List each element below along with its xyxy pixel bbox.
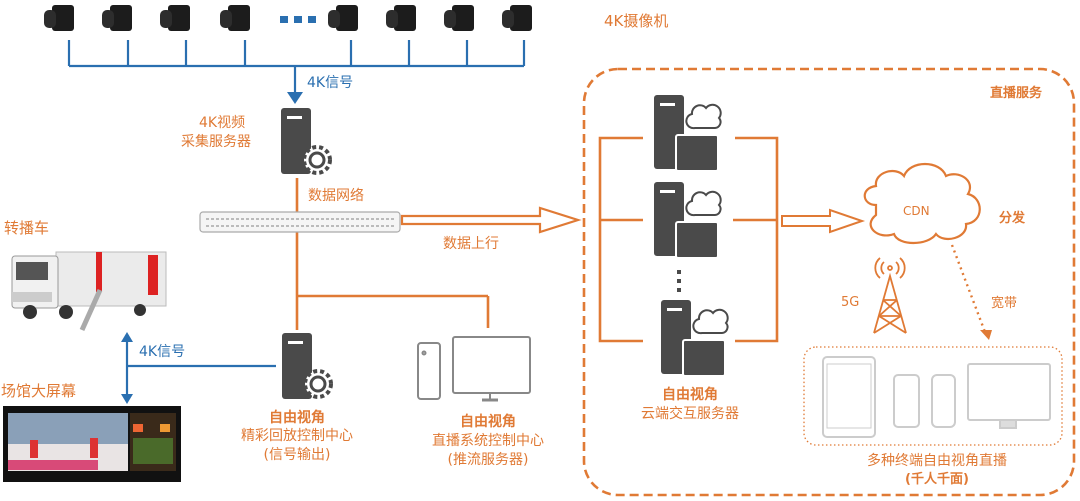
camera-icon xyxy=(220,5,250,31)
monitor-icon xyxy=(967,363,1051,429)
terminals-label-line1: 多种终端自由视角直播 xyxy=(867,453,1007,469)
network-label: 数据网络 xyxy=(308,188,364,204)
replay-center-title: 自由视角 xyxy=(269,410,325,426)
camera-icon xyxy=(502,5,532,31)
distribute-label: 分发 xyxy=(999,211,1026,226)
live-control-title: 自由视角 xyxy=(460,414,516,430)
cloud-server-brackets xyxy=(598,136,779,343)
capture-server-label-line1: 4K视频 xyxy=(199,115,246,131)
broadcast-van-label: 转播车 xyxy=(4,219,50,237)
server-gear-icon xyxy=(282,333,333,399)
cdn-arrow xyxy=(781,208,866,234)
venue-screen-label: 场馆大屏幕 xyxy=(1,382,77,400)
arrow-down-icon xyxy=(980,330,992,340)
camera-row xyxy=(44,5,532,31)
arrow-up-icon xyxy=(121,332,133,342)
cell-tower-icon xyxy=(873,257,907,334)
arrow-down-icon xyxy=(121,394,133,404)
terminals-label-line2: (千人千面) xyxy=(905,472,969,487)
live-control-line1: 直播系统控制中心 xyxy=(432,433,544,449)
live-service-boundary xyxy=(582,67,1076,497)
server-gear-icon xyxy=(281,108,332,175)
arrow-down-icon xyxy=(287,92,303,104)
network-switch-icon xyxy=(199,211,401,233)
cloud-server-icon xyxy=(661,300,729,377)
uplink-label: 数据上行 xyxy=(443,236,499,252)
camera-icon xyxy=(44,5,74,31)
camera-icon xyxy=(386,5,416,31)
replay-center-line2: (信号输出) xyxy=(263,447,331,463)
camera-icon xyxy=(444,5,474,31)
cloud-server-line1: 云端交互服务器 xyxy=(641,406,739,422)
cloud-server-icon xyxy=(654,95,722,172)
live-control-line2: (推流服务器) xyxy=(447,452,529,468)
network-lines xyxy=(295,178,490,330)
cloud-server-title: 自由视角 xyxy=(662,387,718,403)
camera-bus xyxy=(67,40,526,96)
ellipsis-icon xyxy=(280,16,316,23)
venue-big-screen-image xyxy=(3,406,181,482)
replay-center-line1: 精彩回放控制中心 xyxy=(241,428,353,444)
live-service-label: 直播服务 xyxy=(990,86,1043,101)
capture-server-label-line2: 采集服务器 xyxy=(181,134,251,150)
broadband-dotted-line xyxy=(950,244,987,333)
5g-label: 5G xyxy=(841,295,860,310)
venue-signal-label: 4K信号 xyxy=(139,344,186,360)
cdn-label: CDN xyxy=(903,204,930,218)
phone-alt-icon xyxy=(931,374,956,428)
camera-icon xyxy=(160,5,190,31)
cameras-label: 4K摄像机 xyxy=(604,12,669,30)
camera-icon xyxy=(328,5,358,31)
uplink-arrow xyxy=(400,206,582,234)
vertical-ellipsis-icon xyxy=(677,270,681,292)
cdn-cloud-icon xyxy=(863,163,981,245)
tablet-icon xyxy=(822,356,876,438)
camera-signal-label: 4K信号 xyxy=(307,75,354,91)
broadcast-truck-image xyxy=(11,251,167,332)
camera-icon xyxy=(102,5,132,31)
venue-signal-connector xyxy=(125,338,276,398)
phone-icon xyxy=(893,374,920,428)
terminals-boundary xyxy=(803,346,1063,446)
broadband-label: 宽带 xyxy=(991,296,1018,311)
cloud-server-icon xyxy=(654,182,722,259)
desktop-computer-icon xyxy=(417,336,531,402)
